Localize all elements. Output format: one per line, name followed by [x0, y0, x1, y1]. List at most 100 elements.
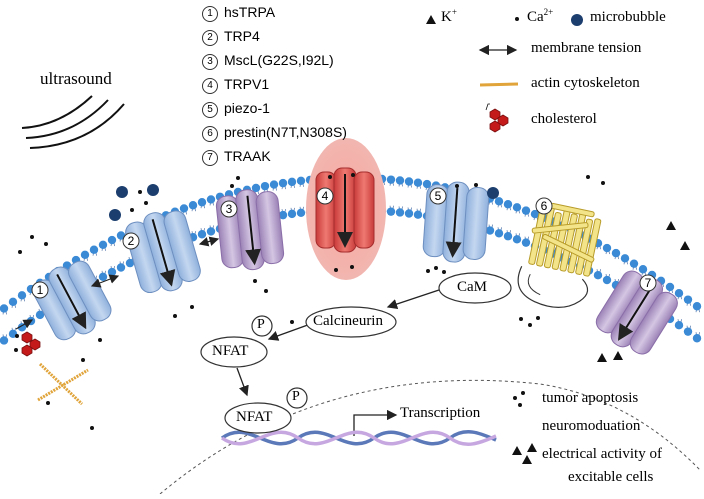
channel-mscl	[215, 189, 285, 271]
lipid-head	[404, 209, 414, 218]
cam-label: CaM	[457, 279, 487, 295]
lipid-head	[206, 227, 216, 236]
lipid-head	[638, 265, 648, 274]
potassium-charge: +	[451, 7, 457, 17]
lipid-head	[629, 259, 639, 268]
lipid-head	[98, 240, 108, 250]
channel-trpv1	[315, 167, 375, 253]
lipid-head	[413, 210, 423, 219]
lipid-head	[8, 297, 18, 307]
phosphate-label-2: P	[292, 389, 300, 404]
lipid-head	[683, 295, 693, 304]
lipid-head	[107, 235, 117, 245]
ultrasound-waves	[21, 95, 125, 149]
legend-number-2: 2	[202, 30, 218, 46]
lipid-head	[611, 248, 621, 258]
microbubbles	[109, 184, 499, 221]
lipid-head	[620, 254, 630, 263]
cholesterol-molecule	[21, 331, 41, 357]
lipid-head	[494, 229, 504, 238]
tension-key-label: membrane tension	[531, 40, 642, 56]
legend-label-5: piezo-1	[224, 100, 270, 116]
effect-electrical-line2: excitable cells	[568, 469, 654, 485]
lipid-head	[386, 207, 396, 216]
lipid-head	[395, 208, 405, 217]
lipid-head	[422, 179, 432, 189]
cholesterol-key-icon	[485, 103, 509, 133]
p1-circle	[251, 315, 273, 337]
lipid-head	[116, 231, 126, 240]
nfat1-oval	[200, 336, 268, 368]
lipid-head	[80, 250, 90, 260]
calcineurin-label: Calcineurin	[313, 313, 383, 329]
legend-label-7: TRAAK	[224, 148, 271, 164]
phosphate-label-1: P	[257, 317, 265, 332]
lipid-head	[296, 176, 306, 186]
channel-number-badges: 1 2 3 4 5 6 7	[31, 187, 657, 299]
nfat1-label: NFAT	[212, 343, 249, 359]
lipid-head	[116, 263, 126, 272]
effect-electrical-line1: electrical activity of	[542, 446, 662, 462]
effect-tumor-apoptosis: tumor apoptosis	[542, 390, 639, 406]
badge-1: 1	[37, 283, 44, 297]
lipid-head	[278, 178, 288, 188]
lipid-head	[674, 289, 684, 298]
actin-cytoskeleton	[37, 362, 89, 406]
nfat2-label: NFAT	[236, 409, 273, 425]
lipid-head	[0, 304, 9, 313]
calcium-key-icon	[515, 17, 519, 21]
nfat2-oval	[224, 402, 292, 434]
lipid-head	[17, 291, 27, 300]
channel-trp4	[125, 210, 201, 294]
potassium-text: K	[441, 9, 452, 25]
legend-number-4: 4	[202, 78, 218, 94]
lipid-head	[260, 181, 270, 191]
lipid-head	[206, 195, 216, 204]
channel-hstrpa	[32, 260, 112, 341]
lipid-head	[521, 238, 531, 247]
badge-5: 5	[435, 189, 442, 203]
node-shapes	[200, 272, 512, 434]
lipid-head	[0, 336, 9, 345]
lipid-head	[602, 275, 612, 285]
lipid-head	[98, 272, 108, 282]
legend-label-4: TRPV1	[224, 76, 270, 92]
potassium-key-label: K+	[441, 7, 457, 26]
lipid-head	[287, 177, 297, 187]
p2-circle	[286, 387, 308, 409]
channel-prestin	[517, 202, 602, 308]
lipid-head	[89, 245, 99, 254]
calcium-charge: 2+	[543, 7, 554, 17]
microbubble-key-label: microbubble	[590, 9, 666, 25]
badge-4: 4	[322, 189, 329, 203]
legend-number-6: 6	[202, 126, 218, 142]
lipid-head	[602, 243, 612, 253]
badge-2: 2	[128, 234, 135, 248]
legend-label-1: hsTRPA	[224, 4, 276, 20]
badge-3: 3	[226, 202, 233, 216]
potassium-ions	[512, 221, 690, 464]
legend-label-6: prestin(N7T,N308S)	[224, 124, 347, 140]
lipid-head	[179, 204, 189, 213]
lipid-head	[512, 203, 522, 212]
lipid-head	[35, 310, 45, 320]
lipid-head	[413, 178, 423, 187]
lipid-head	[503, 200, 513, 209]
lipid-head	[395, 176, 405, 185]
potassium-key-icon	[426, 15, 436, 24]
legend-number-1: 1	[202, 6, 218, 22]
legend-label-3: MscL(G22S,I92L)	[224, 52, 334, 68]
lipid-head	[197, 198, 207, 207]
cam-oval	[438, 272, 512, 304]
lipid-head	[530, 209, 540, 219]
lipid-head	[278, 210, 288, 220]
actin-key-label: actin cytoskeleton	[531, 75, 640, 91]
calcium-ions	[14, 173, 605, 430]
lipid-head	[503, 232, 513, 241]
badge-6: 6	[541, 199, 548, 213]
